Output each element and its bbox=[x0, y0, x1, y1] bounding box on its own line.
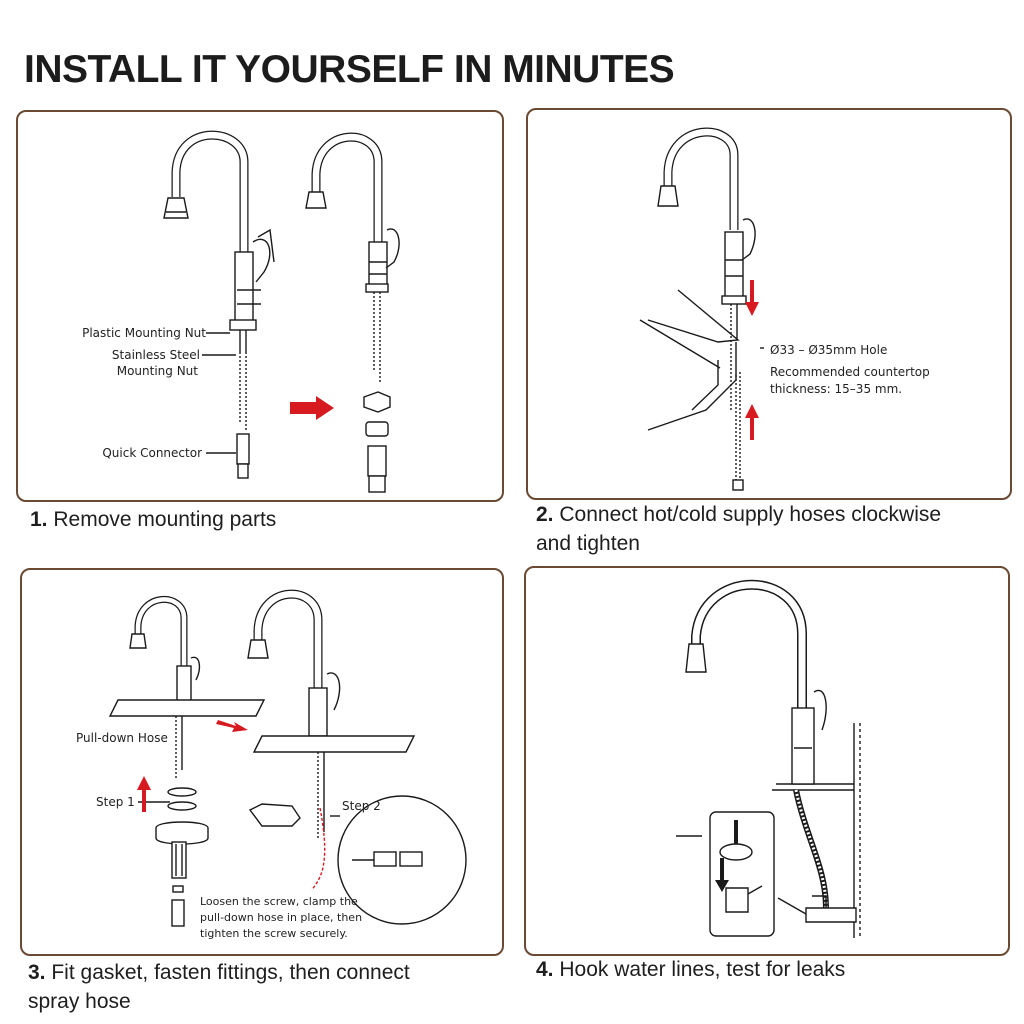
label-pull-down-hose: Pull-down Hose bbox=[76, 731, 168, 745]
red-arrow-down-icon bbox=[745, 280, 759, 316]
label-hole: Ø33 – Ø35mm Hole bbox=[770, 343, 888, 357]
red-arrow-up-icon bbox=[745, 404, 759, 440]
label-loosen-line1: Loosen the screw, clamp the bbox=[200, 895, 358, 908]
red-arrow-up-icon bbox=[137, 776, 151, 812]
label-recommend-line1: Recommended countertop bbox=[770, 365, 930, 379]
step3-caption: 3. Fit gasket, fasten fittings, then con… bbox=[28, 958, 488, 1016]
step4-illustration bbox=[676, 579, 861, 938]
step1-caption: 1. Remove mounting parts bbox=[30, 505, 490, 534]
label-step2: Step 2 bbox=[342, 799, 381, 813]
red-arrow-right-icon bbox=[290, 396, 334, 420]
step2-panel: Ø33 – Ø35mm Hole Recommended countertop … bbox=[526, 108, 1012, 500]
step2-text-line2: and tighten bbox=[536, 532, 640, 555]
step1-panel: Plastic Mounting Nut Stainless Steel Mou… bbox=[16, 110, 504, 502]
step2-caption: 2. Connect hot/cold supply hoses clockwi… bbox=[536, 500, 1006, 558]
step3-illustration bbox=[108, 589, 467, 927]
label-recommend-line2: thickness: 15–35 mm. bbox=[770, 382, 903, 396]
step1-number: 1. bbox=[30, 508, 48, 531]
step3-number: 3. bbox=[28, 961, 46, 984]
step4-caption: 4. Hook water lines, test for leaks bbox=[536, 955, 1006, 984]
step3-panel: Pull-down Hose Step 1 Step 2 Loosen the … bbox=[20, 568, 504, 956]
step1-text: Remove mounting parts bbox=[53, 508, 277, 531]
red-arrow-right-icon bbox=[216, 720, 248, 732]
label-loosen-line2: pull-down hose in place, then bbox=[200, 911, 363, 924]
step2-text: Connect hot/cold supply hoses clockwise bbox=[559, 503, 942, 526]
page-title: INSTALL IT YOURSELF IN MINUTES bbox=[24, 48, 675, 91]
label-step1: Step 1 bbox=[96, 795, 135, 809]
label-plastic-nut: Plastic Mounting Nut bbox=[82, 326, 206, 340]
label-loosen-line3: tighten the screw securely. bbox=[200, 927, 348, 940]
step2-illustration bbox=[639, 127, 764, 491]
black-arrow-down-icon bbox=[715, 858, 729, 892]
label-steel-nut-line1: Stainless Steel bbox=[111, 348, 200, 362]
step4-panel bbox=[524, 566, 1010, 956]
step2-number: 2. bbox=[536, 503, 554, 526]
step3-text: Fit gasket, fasten fittings, then connec… bbox=[51, 961, 410, 984]
step4-text: Hook water lines, test for leaks bbox=[559, 958, 846, 981]
step4-number: 4. bbox=[536, 958, 554, 981]
step3-text-line2: spray hose bbox=[28, 990, 131, 1013]
step1-illustration bbox=[163, 130, 400, 493]
label-quick-connector: Quick Connector bbox=[102, 446, 202, 460]
label-steel-nut-line2: Mounting Nut bbox=[116, 364, 198, 378]
